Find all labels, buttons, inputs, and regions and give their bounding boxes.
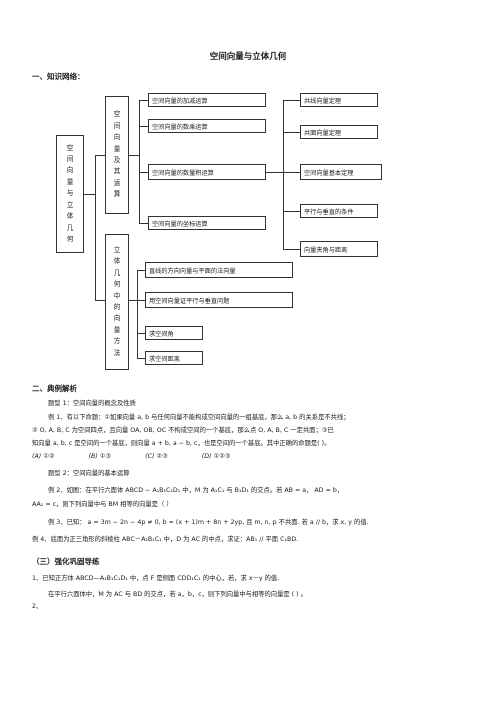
- root-node-char: 几: [66, 223, 74, 232]
- page-title: 空间向量与立体几何: [209, 52, 287, 62]
- method-box-distance: 求空间距离: [145, 351, 203, 365]
- section-heading-practice: （三）强化巩固导练: [32, 557, 100, 566]
- branch-node-operations: 空间向量及其运算: [105, 96, 129, 214]
- branch-methods-char: 何: [113, 280, 121, 289]
- root-node-char: 何: [66, 234, 74, 243]
- branch-operations-char: 间: [113, 121, 121, 130]
- branch-operations-char: 算: [113, 190, 121, 199]
- op-box-dot-product: 空间向量的数量积运算: [148, 164, 266, 180]
- method-box-prove-parallel-perpendicular: 用空间向量证平行与垂直问题: [145, 292, 293, 308]
- branch-operations-char: 其: [113, 167, 121, 176]
- root-node-char: 间: [66, 155, 74, 164]
- branch-operations-char: 量: [113, 144, 121, 153]
- branch-methods-char: 的: [113, 303, 121, 311]
- example-3: 例 3、已知： a = 3m − 2n − 4p ≠ 0, b = (x + 1…: [48, 519, 369, 526]
- example-2-line-1: 例 2、如图：在平行六面体 ABCD − A₁B₁C₁D₁ 中，M 为 A₁C₁…: [48, 487, 344, 494]
- option-a: (A) ①②: [32, 453, 55, 460]
- topic-2-heading: 题型 2：空间向量的基本运算: [48, 470, 130, 477]
- topic-1-heading: 题型 1：空间向量的概念及性质: [48, 400, 136, 407]
- root-node-char: 向: [66, 166, 74, 175]
- op-box-scalar-multiply: 空间向量的数乘运算: [148, 119, 266, 133]
- branch-methods-char: 法: [113, 348, 121, 357]
- example-1-options: (A) ①② (B) ①③ (C) ②③ (D) ①②③: [32, 451, 230, 462]
- example-1-line-3: 知向量 a, b, c 是空间的一个基底，则向量 a + b, a − b, c…: [32, 440, 331, 447]
- op-box-coordinate: 空间向量的坐标运算: [148, 216, 266, 230]
- root-node-char: 空: [66, 143, 74, 152]
- root-node: 空间向量与立体几何: [56, 135, 84, 253]
- example-1-line-1: 例 1、有以下命题：①如果向量 a, b 与任何向量不能构成空间向量的一组基底，…: [48, 414, 350, 421]
- root-node-char: 量: [66, 177, 74, 186]
- branch-methods-char: 中: [113, 291, 121, 300]
- question-2-number: 2、: [32, 603, 43, 610]
- root-node-char: 体: [66, 212, 74, 221]
- section-heading-network: 一、知识网络：: [32, 72, 85, 81]
- theorem-box-collinear: 共线向量定理: [300, 93, 378, 107]
- question-2-text: 在平行六面体中，M 为 AC 与 BD 的交点，若 a，b，c，则下列向量中与相…: [48, 591, 307, 598]
- method-box-angle: 求空间角: [145, 326, 203, 340]
- section-heading-examples: 二、典例解析: [32, 384, 77, 393]
- branch-methods-char: 体: [113, 257, 121, 266]
- example-4: 例 4、底面为正三角形的斜棱柱 ABC－A₁B₁C₁ 中，D 为 AC 的中点，…: [32, 536, 299, 543]
- branch-operations-char: 及: [113, 156, 121, 164]
- example-1-line-2: ② O, A, B, C 为空间四点，且向量 OA, OB, OC 不构成空间的…: [32, 427, 334, 434]
- root-node-char: 与: [66, 189, 74, 198]
- theorem-box-basic: 空间向量基本定理: [300, 164, 382, 180]
- example-2-line-2: AA₁ = c，则下列向量中与 BM 相等的向量是（ ）: [32, 501, 173, 508]
- branch-methods-char: 几: [113, 268, 121, 277]
- theorem-box-parallel-perpendicular: 平行与垂直的条件: [300, 204, 378, 218]
- branch-methods-char: 方: [113, 337, 121, 346]
- option-c: (C) ②③: [145, 453, 168, 460]
- theorem-box-coplanar: 共面向量定理: [300, 125, 378, 139]
- theorem-box-angle-distance: 向量夹角与距离: [300, 241, 378, 257]
- branch-operations-char: 空: [113, 110, 121, 119]
- branch-operations-char: 向: [113, 133, 121, 142]
- branch-operations-char: 运: [113, 178, 121, 187]
- branch-node-methods: 立体几何中的向量方法: [105, 234, 129, 370]
- method-box-direction-normal: 直线的方向向量与平面的法向量: [145, 262, 293, 278]
- option-b: (B) ①③: [88, 453, 112, 460]
- question-1: 1、已知正方体 ABCD—A₁B₁C₁D₁ 中，点 F 是侧面 CDD₁C₁ 的…: [32, 575, 280, 582]
- op-box-add-subtract: 空间向量的加减运算: [148, 93, 266, 107]
- option-d: (D) ①②③: [201, 453, 231, 460]
- branch-methods-char: 量: [113, 325, 121, 334]
- branch-methods-char: 立: [113, 245, 121, 254]
- branch-methods-char: 向: [113, 314, 121, 323]
- root-node-char: 立: [66, 200, 74, 209]
